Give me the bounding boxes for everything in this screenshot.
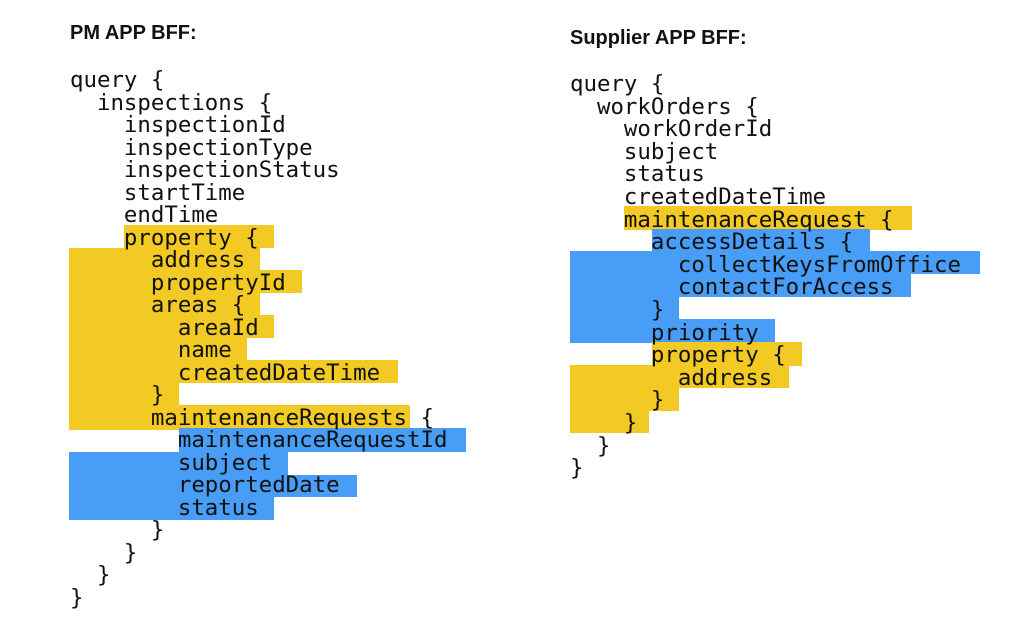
blue-highlight — [652, 229, 870, 251]
code-line: propertyId — [70, 269, 286, 296]
code-line: areaId — [70, 314, 259, 341]
code-line: maintenanceRequests { — [70, 404, 434, 431]
code-line: status — [70, 494, 259, 521]
yellow-highlight — [69, 405, 410, 430]
code-line: } — [570, 432, 611, 459]
code-line: subject — [570, 138, 719, 165]
code-line: accessDetails { — [570, 229, 854, 256]
blue-highlight — [570, 251, 980, 274]
code-line: reportedDate — [70, 472, 340, 498]
code-line: endTime — [70, 202, 219, 228]
code-line: inspectionId — [70, 112, 286, 138]
code-line: maintenanceRequestId — [70, 427, 448, 453]
code-line: inspections { — [70, 89, 273, 116]
blue-highlight — [69, 497, 274, 520]
yellow-highlight — [69, 315, 274, 338]
yellow-highlight — [624, 206, 912, 230]
code-line: workOrderId — [570, 116, 773, 143]
pm-app-bff-title: PM APP BFF: — [70, 22, 197, 44]
code-line: address — [70, 247, 246, 273]
code-line: } — [70, 517, 165, 543]
code-line: areas { — [70, 292, 246, 318]
yellow-highlight — [69, 338, 247, 360]
yellow-highlight — [69, 270, 302, 293]
yellow-highlight — [570, 388, 679, 411]
code-line: } — [570, 387, 665, 414]
code-line: createdDateTime — [570, 184, 827, 210]
yellow-highlight — [69, 248, 260, 270]
yellow-highlight — [69, 293, 260, 315]
blue-highlight — [570, 319, 775, 343]
yellow-highlight — [69, 360, 398, 383]
code-line: } — [70, 539, 138, 566]
code-line: property { — [570, 342, 786, 369]
code-line: collectKeysFromOffice — [570, 251, 961, 278]
code-line: address — [570, 364, 773, 391]
code-line: } — [570, 455, 584, 482]
code-line: } — [70, 562, 111, 588]
blue-highlight — [69, 452, 288, 475]
code-line: property { — [70, 224, 259, 251]
code-line: query { — [570, 71, 665, 97]
yellow-highlight — [570, 411, 649, 433]
code-line: query { — [70, 67, 165, 93]
code-line: status — [570, 161, 705, 188]
blue-highlight — [570, 297, 679, 319]
code-line: inspectionType — [70, 134, 313, 161]
code-line: } — [70, 584, 84, 611]
yellow-highlight — [69, 383, 179, 405]
code-line: inspectionStatus — [70, 157, 340, 183]
blue-highlight — [69, 475, 357, 497]
yellow-highlight — [652, 342, 802, 366]
code-line: } — [70, 382, 165, 408]
code-line: workOrders { — [570, 93, 759, 120]
code-line: name — [70, 337, 232, 363]
code-line: contactForAccess — [570, 274, 894, 301]
code-line: subject — [70, 449, 273, 476]
yellow-highlight — [570, 365, 789, 388]
yellow-highlight — [124, 225, 274, 248]
blue-highlight — [179, 428, 466, 452]
blue-highlight — [570, 274, 911, 297]
code-line: priority — [570, 319, 759, 346]
code-line: startTime — [70, 179, 246, 206]
supplier-app-bff-title: Supplier APP BFF: — [570, 27, 747, 49]
code-line: } — [570, 410, 638, 436]
code-line: createdDateTime — [70, 359, 381, 386]
code-line: } — [570, 297, 665, 323]
code-line: maintenanceRequest { — [570, 206, 894, 233]
